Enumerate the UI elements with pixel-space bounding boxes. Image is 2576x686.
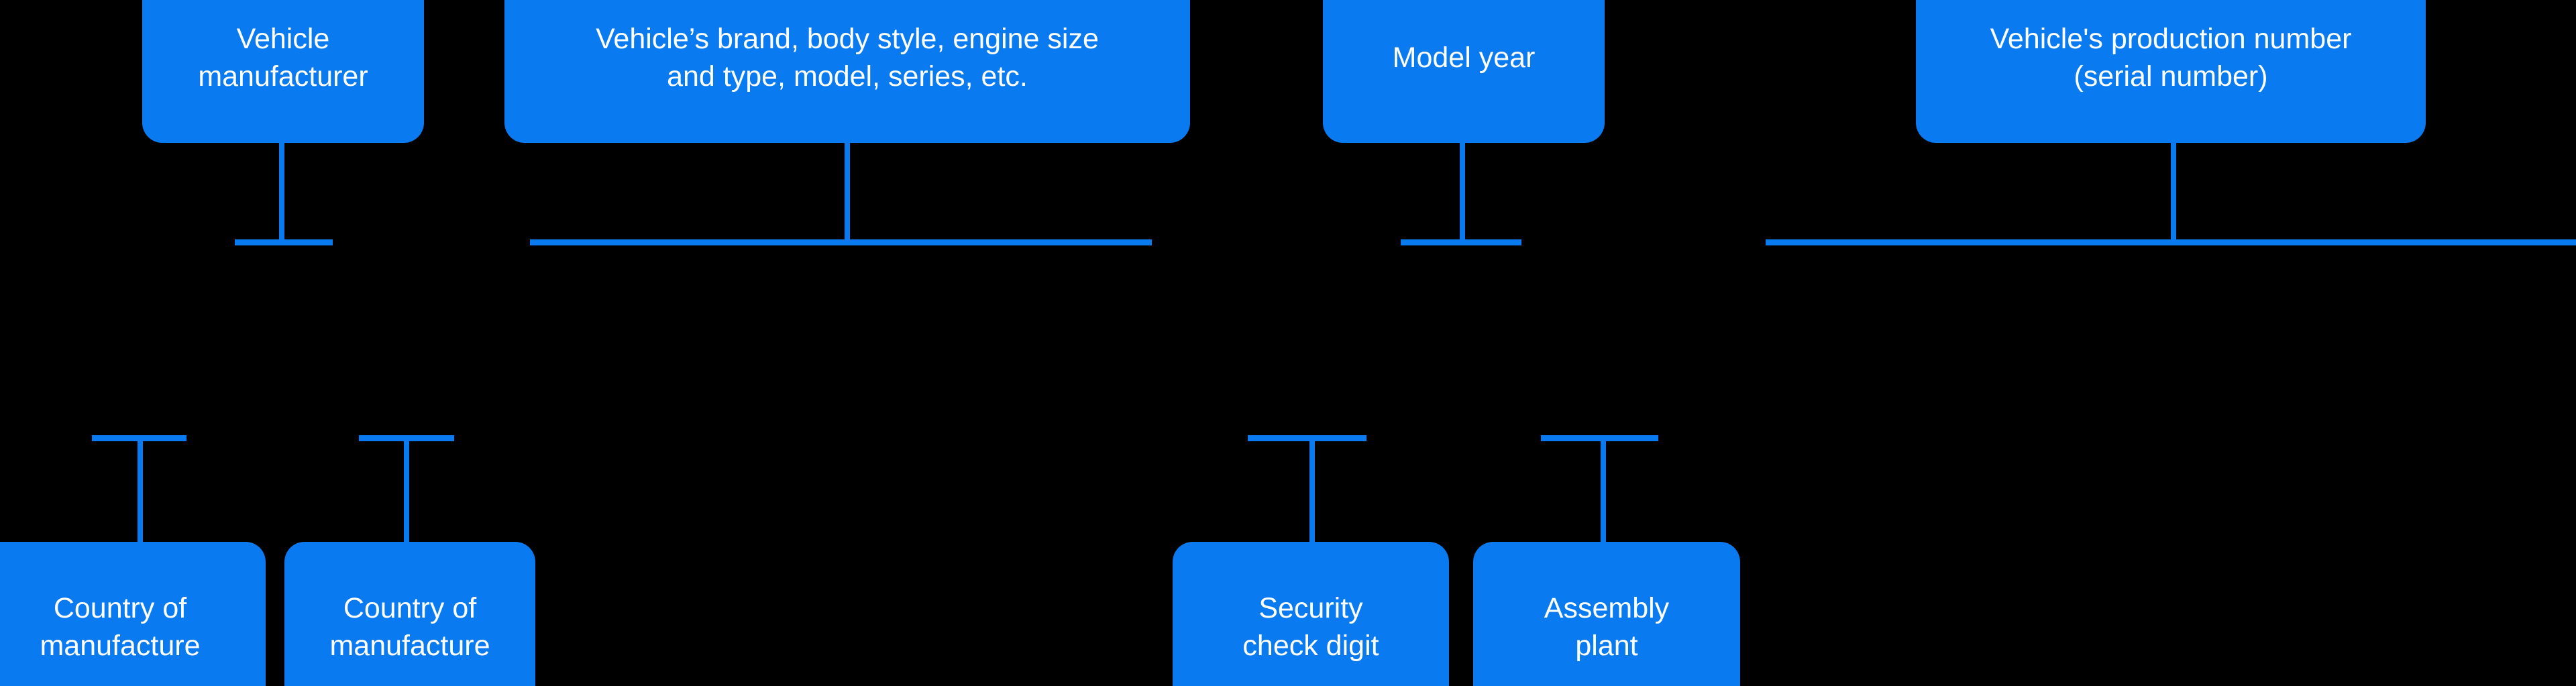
node-label: Security check digit <box>1242 591 1379 662</box>
node-country-of-manufacture-1[interactable]: Country of manufacture <box>0 542 266 686</box>
node-label: Model year <box>1392 41 1536 74</box>
connector-stem-model-year <box>1460 143 1465 241</box>
connector-bar-vehicle-manufacturer <box>235 239 333 245</box>
connector-stem-vehicle-brand-body-style <box>845 143 850 241</box>
connector-stem-country-of-manufacture-1 <box>138 441 143 543</box>
connector-bar-vehicle-brand-body-style <box>530 239 1152 245</box>
node-label: Vehicle manufacturer <box>198 22 368 93</box>
connector-bar-country-of-manufacture-2 <box>359 435 454 441</box>
node-label: Country of manufacture <box>329 591 490 662</box>
connector-bar-country-of-manufacture-1 <box>92 435 186 441</box>
connector-stem-country-of-manufacture-2 <box>404 441 409 543</box>
connector-bar-security-check-digit <box>1248 435 1366 441</box>
node-vehicle-brand-body-style[interactable]: Vehicle’s brand, body style, engine size… <box>504 0 1190 143</box>
node-model-year[interactable]: Model year <box>1323 0 1605 143</box>
node-country-of-manufacture-2[interactable]: Country of manufacture <box>284 542 535 686</box>
connector-stem-vehicle-production-number <box>2171 143 2176 241</box>
node-security-check-digit[interactable]: Security check digit <box>1173 542 1449 686</box>
node-label: Assembly plant <box>1544 591 1670 662</box>
node-assembly-plant[interactable]: Assembly plant <box>1473 542 1740 686</box>
connector-stem-vehicle-manufacturer <box>279 143 284 241</box>
connector-stem-assembly-plant <box>1601 441 1606 543</box>
connector-bar-assembly-plant <box>1541 435 1658 441</box>
connector-bar-vehicle-production-number <box>1766 239 2576 245</box>
node-vehicle-manufacturer[interactable]: Vehicle manufacturer <box>142 0 424 143</box>
connector-bar-model-year <box>1401 239 1521 245</box>
connector-stem-security-check-digit <box>1309 441 1315 543</box>
node-label: Vehicle’s brand, body style, engine size… <box>596 22 1099 93</box>
node-label: Country of manufacture <box>40 591 201 662</box>
node-vehicle-production-number[interactable]: Vehicle's production number (serial numb… <box>1916 0 2426 143</box>
node-label: Vehicle's production number (serial numb… <box>1990 22 2352 93</box>
